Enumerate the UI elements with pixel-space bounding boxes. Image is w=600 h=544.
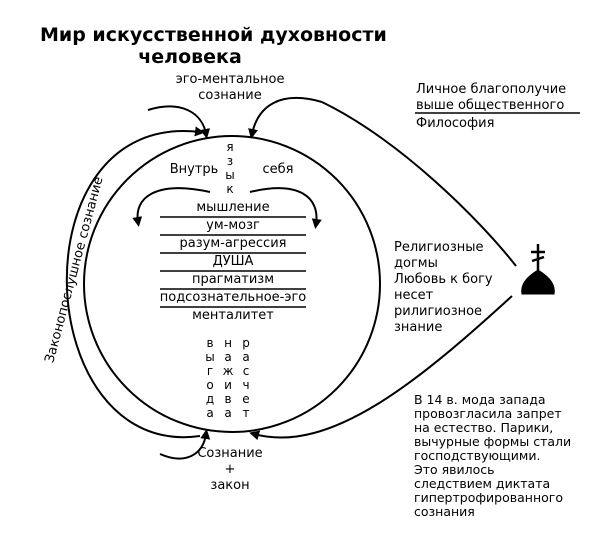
inner-left-arrow — [132, 187, 211, 227]
layer-lines — [160, 216, 306, 308]
bottom-left-arrow — [159, 429, 211, 460]
left-loop-arrow — [65, 126, 205, 439]
layer-soul: ДУША — [212, 254, 254, 269]
inner-right-arrow — [249, 187, 322, 229]
consciousness-law-label: Сознание + закон — [197, 446, 263, 493]
bottom-right-arrow — [249, 295, 513, 441]
layer-mentality: менталитет — [192, 308, 274, 323]
main-circle — [83, 135, 381, 433]
layer-pragmatism: прагматизм — [191, 272, 275, 287]
top-left-arrow — [147, 105, 211, 139]
ego-mental-label: эго-ментальное сознание — [175, 72, 285, 103]
inner-left-word: Внутрь — [169, 162, 219, 177]
church-dome-cross-icon — [521, 244, 555, 295]
personal-wellbeing-note: Личное благополучие выше общественного Ф… — [416, 82, 567, 131]
layer-thinking: мышление — [196, 200, 270, 215]
layer-reason-aggression: разум-агрессия — [179, 236, 287, 251]
top-right-arrow — [248, 97, 323, 139]
inner-right-word: себя — [262, 162, 294, 177]
layer-subconscious-ego: подсознательное-эго — [159, 290, 307, 305]
vertical-word-profit: в ы г о д а — [205, 336, 215, 420]
religious-dogma-note: Религиозные догмы Любовь к богу несет ри… — [394, 240, 493, 335]
fashion-history-note: В 14 в. мода запада провозгласила запрет… — [414, 392, 572, 519]
church-top-connector — [321, 101, 517, 267]
page-title: Мир искусственной духовности человека — [40, 24, 387, 68]
vertical-word-calculation: р а с ч е т — [242, 336, 250, 420]
vertical-word-language: я з ы к — [225, 140, 235, 196]
layer-mind-brain: ум-мозг — [206, 218, 260, 233]
vertical-word-gain: н а ж и в а — [222, 336, 234, 420]
